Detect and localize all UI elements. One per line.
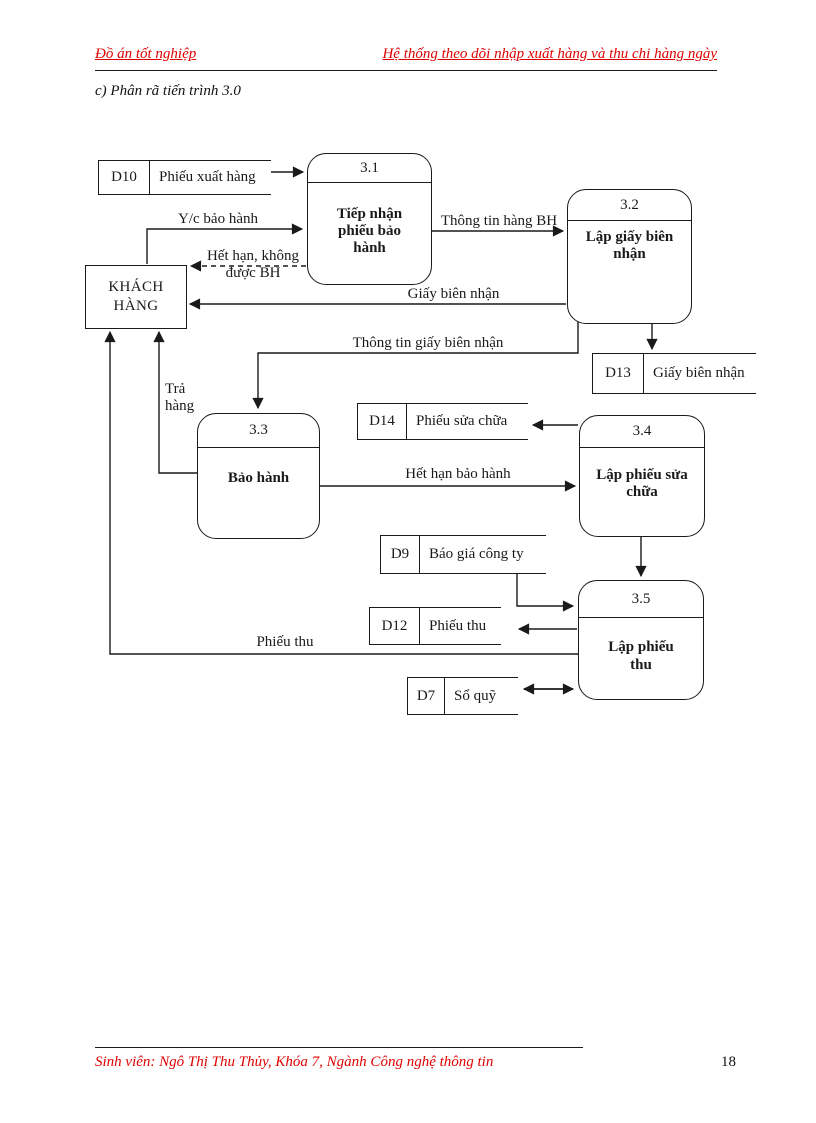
flow-label-yc-bao-hanh: Y/c bảo hành — [178, 211, 258, 227]
flow-label-het-han-bao-hanh: Hết hạn bảo hành — [405, 466, 511, 482]
process-3-5-name: Lập phiếu thu — [608, 639, 674, 673]
datastore-d9-id: D9 — [381, 536, 420, 573]
datastore-d14: D14 Phiếu sửa chữa — [357, 403, 528, 440]
flow-label-het-han-khong-duoc-bh: Hết hạn, không được BH — [206, 248, 300, 281]
process-3-4-name: Lập phiếu sửa chữa — [596, 466, 688, 500]
datastore-d10-name: Phiếu xuất hàng — [159, 169, 256, 185]
process-3-1-number: 3.1 — [308, 154, 431, 183]
process-3-5-number: 3.5 — [579, 581, 703, 618]
header-right-title: Hệ thống theo dõi nhập xuất hàng và thu … — [382, 46, 717, 62]
flow-label-thong-tin-giay-bien-nhan: Thông tin giấy biên nhận — [352, 335, 504, 351]
process-3-1-name: Tiếp nhận phiếu bảo hành — [336, 205, 403, 257]
process-3-2-number: 3.2 — [568, 190, 691, 221]
datastore-d9: D9 Báo giá công ty — [380, 535, 546, 574]
datastore-d10: D10 Phiếu xuất hàng — [98, 160, 271, 195]
datastore-d12: D12 Phiếu thu — [369, 607, 501, 645]
process-3-4-number: 3.4 — [580, 416, 704, 448]
process-3-2-name: Lập giấy biên nhận — [585, 229, 674, 263]
footer-student-line: Sinh viên: Ngô Thị Thu Thủy, Khóa 7, Ngà… — [95, 1054, 494, 1070]
flow-label-phieu-thu: Phiếu thu — [256, 634, 314, 650]
process-3-4: 3.4 Lập phiếu sửa chữa — [579, 415, 705, 537]
datastore-d13: D13 Giấy biên nhận — [592, 353, 756, 394]
process-3-5: 3.5 Lập phiếu thu — [578, 580, 704, 700]
process-3-1: 3.1 Tiếp nhận phiếu bảo hành — [307, 153, 432, 285]
flow-label-tra-hang: Trả hàng — [165, 381, 195, 414]
process-3-3-number: 3.3 — [198, 414, 319, 448]
datastore-d12-name: Phiếu thu — [429, 617, 487, 634]
process-3-3-name: Bảo hành — [227, 470, 290, 486]
page-header: Đồ án tốt nghiệp Hệ thống theo dõi nhập … — [95, 46, 717, 71]
footer-page-number: 18 — [721, 1054, 736, 1070]
entity-khach-hang: KHÁCH HÀNG — [85, 265, 187, 329]
header-left-title: Đồ án tốt nghiệp — [95, 46, 197, 62]
process-3-3: 3.3 Bảo hành — [197, 413, 320, 539]
datastore-d7-name: Sổ quỹ — [454, 687, 497, 704]
datastore-d13-id: D13 — [593, 354, 644, 393]
datastore-d14-name: Phiếu sửa chữa — [416, 413, 508, 429]
footer-separator — [95, 1047, 583, 1048]
datastore-d7-id: D7 — [408, 678, 445, 714]
flow-label-thong-tin-hang-bh: Thông tin hàng BH — [440, 213, 558, 229]
datastore-d10-id: D10 — [99, 161, 150, 194]
datastore-d7: D7 Sổ quỹ — [407, 677, 518, 715]
datastore-d12-id: D12 — [370, 608, 420, 644]
datastore-d9-name: Báo giá công ty — [429, 546, 524, 562]
flow-label-giay-bien-nhan: Giấy biên nhận — [407, 286, 500, 302]
section-subtitle: c) Phân rã tiến trình 3.0 — [95, 83, 241, 99]
process-3-2: 3.2 Lập giấy biên nhận — [567, 189, 692, 324]
entity-khach-hang-label: KHÁCH HÀNG — [108, 278, 164, 315]
datastore-d14-id: D14 — [358, 404, 407, 439]
datastore-d13-name: Giấy biên nhận — [653, 365, 745, 381]
